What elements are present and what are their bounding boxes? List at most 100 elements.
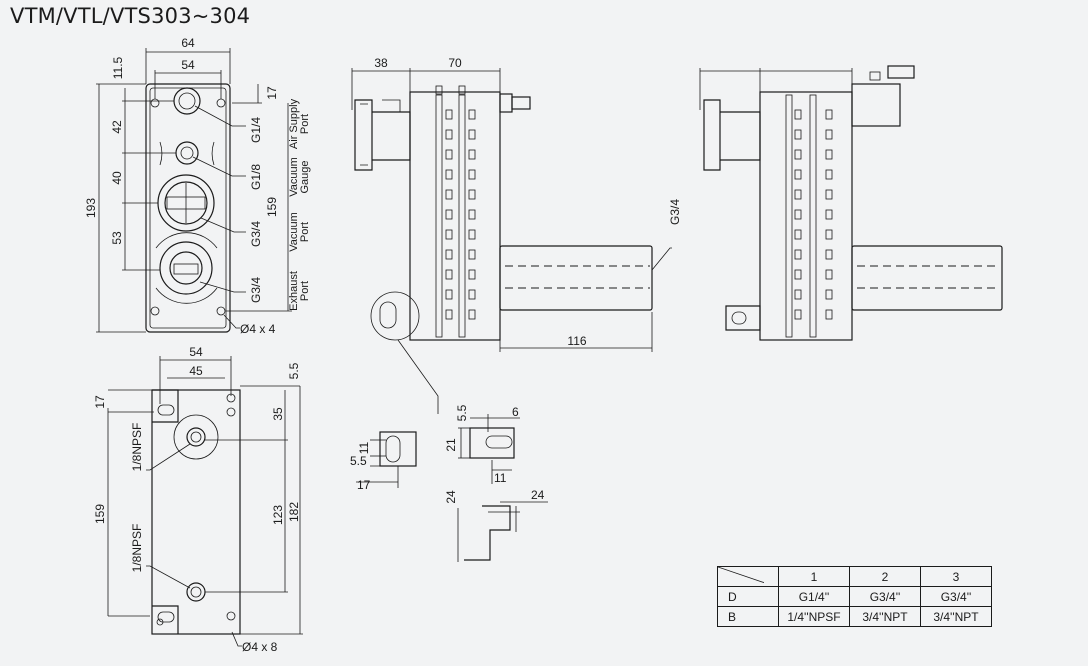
slot-mark [468,209,476,220]
label-vacuum-gauge-2: Gauge [299,160,311,193]
table-row: D G1/4'' G3/4'' G3/4'' [717,586,992,607]
side-view-alt [699,65,1003,341]
slot-mark [794,129,802,140]
slot-mark [445,269,453,280]
slot-mark [825,169,833,180]
callout-npsf-top: 1/8NPSF [130,423,144,472]
slot-mark [794,289,802,300]
label-vacuum-port: Vacuum [288,212,300,252]
table-cell: G1/4'' [778,586,850,607]
label-air-supply-port: Port [299,114,311,134]
dim-45: 45 [189,364,203,378]
dim-40: 40 [110,171,124,185]
slot-mark [468,289,476,300]
dim-54: 54 [181,58,195,72]
slot-mark [445,169,453,180]
dim-159-bottom: 159 [93,504,107,524]
dim-11-detail-b: 11 [494,471,507,485]
slot-mark [794,249,802,260]
dim-21: 21 [444,438,458,452]
front-view: 64 54 11.5 42 40 53 193 159 17 G1/4 G1/8… [84,36,311,336]
slot-mark [468,129,476,140]
slot-mark [825,269,833,280]
side-view-alt-slot-column [794,109,833,320]
table-header-row: 1 2 3 [717,566,992,587]
slot-mark [445,149,453,160]
table-cell: G3/4'' [920,586,992,607]
label-exhaust-port-2: Port [299,281,311,301]
slot-mark [445,309,453,320]
slot-mark [825,289,833,300]
column-header: 1 [778,566,850,587]
dim-38: 38 [374,56,388,70]
callout-g1-8: G1/8 [249,164,263,190]
slot-mark [445,289,453,300]
callout-g3-4-exhaust: G3/4 [249,277,263,303]
slot-mark [825,309,833,320]
slot-mark [825,109,833,120]
table-cell: 1/4''NPSF [778,606,850,627]
callout-g3-4-vacuum: G3/4 [249,221,263,247]
row-label: D [717,586,779,607]
slot-mark [794,109,802,120]
column-header: 3 [920,566,992,587]
table-cell: 3/4''NPT [849,606,921,627]
dim-70: 70 [448,56,462,70]
side-view: 38 70 116 G3/4 [351,56,682,414]
slot-mark [468,309,476,320]
label-vacuum-port-2: Port [299,222,311,242]
dim-54-bottom: 54 [189,345,203,359]
dim-116: 116 [567,334,586,348]
dim-17-detail: 17 [357,478,371,492]
slot-mark [468,109,476,120]
dim-5-5-bottom: 5.5 [287,362,301,379]
callout-holes-4: Ø4 x 4 [240,322,276,336]
dim-11-5: 11.5 [111,56,125,79]
slot-mark [445,209,453,220]
table-cell: 3/4''NPT [920,606,992,627]
column-header: 2 [849,566,921,587]
slot-mark [468,189,476,200]
slot-mark [468,169,476,180]
dim-64: 64 [181,36,195,50]
dim-159: 159 [265,197,279,217]
dim-17: 17 [265,86,279,100]
slot-mark [445,249,453,260]
slot-mark [445,189,453,200]
dim-24-left: 24 [444,490,458,504]
side-view-slot-column [445,109,476,320]
dim-35: 35 [271,407,285,421]
label-exhaust-port: Exhaust [288,271,300,311]
slot-mark [468,149,476,160]
port-table: 1 2 3 D G1/4'' G3/4'' G3/4'' B 1/4''NPSF… [717,566,992,627]
slot-mark [794,209,802,220]
dim-182: 182 [287,502,301,522]
table-cell: G3/4'' [849,586,921,607]
slot-mark [445,229,453,240]
row-label: B [717,606,779,627]
dim-123: 123 [271,505,285,525]
dim-5-5-detail-b: 5.5 [350,454,367,468]
slot-mark [794,169,802,180]
callout-g1-4: G1/4 [249,117,263,143]
slot-mark [794,269,802,280]
slot-mark [445,109,453,120]
table-row: B 1/4''NPSF 3/4''NPT 3/4''NPT [717,606,992,627]
callout-holes-8: Ø4 x 8 [242,640,278,654]
slot-mark [794,149,802,160]
slot-mark [468,249,476,260]
slot-mark [825,149,833,160]
slot-mark [468,269,476,280]
dim-193: 193 [84,198,98,218]
slot-mark [825,129,833,140]
slot-mark [794,309,802,320]
slot-mark [825,249,833,260]
dim-17-bottom: 17 [93,395,107,409]
bottom-view: 54 45 5.5 17 35 159 123 182 1/8NPSF 1/8N… [93,345,303,654]
slot-mark [825,229,833,240]
slot-mark [794,189,802,200]
dim-24-right: 24 [531,488,545,502]
dim-6: 6 [512,405,519,419]
table-corner [717,566,779,587]
